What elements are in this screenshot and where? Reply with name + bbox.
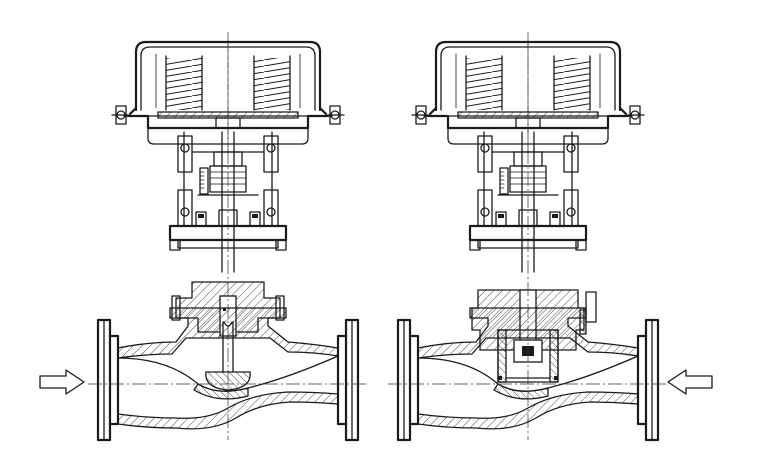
left-valve bbox=[86, 30, 370, 442]
right-valve bbox=[386, 30, 670, 442]
left-flow-arrow bbox=[39, 369, 85, 395]
right-flow-arrow bbox=[667, 369, 713, 395]
